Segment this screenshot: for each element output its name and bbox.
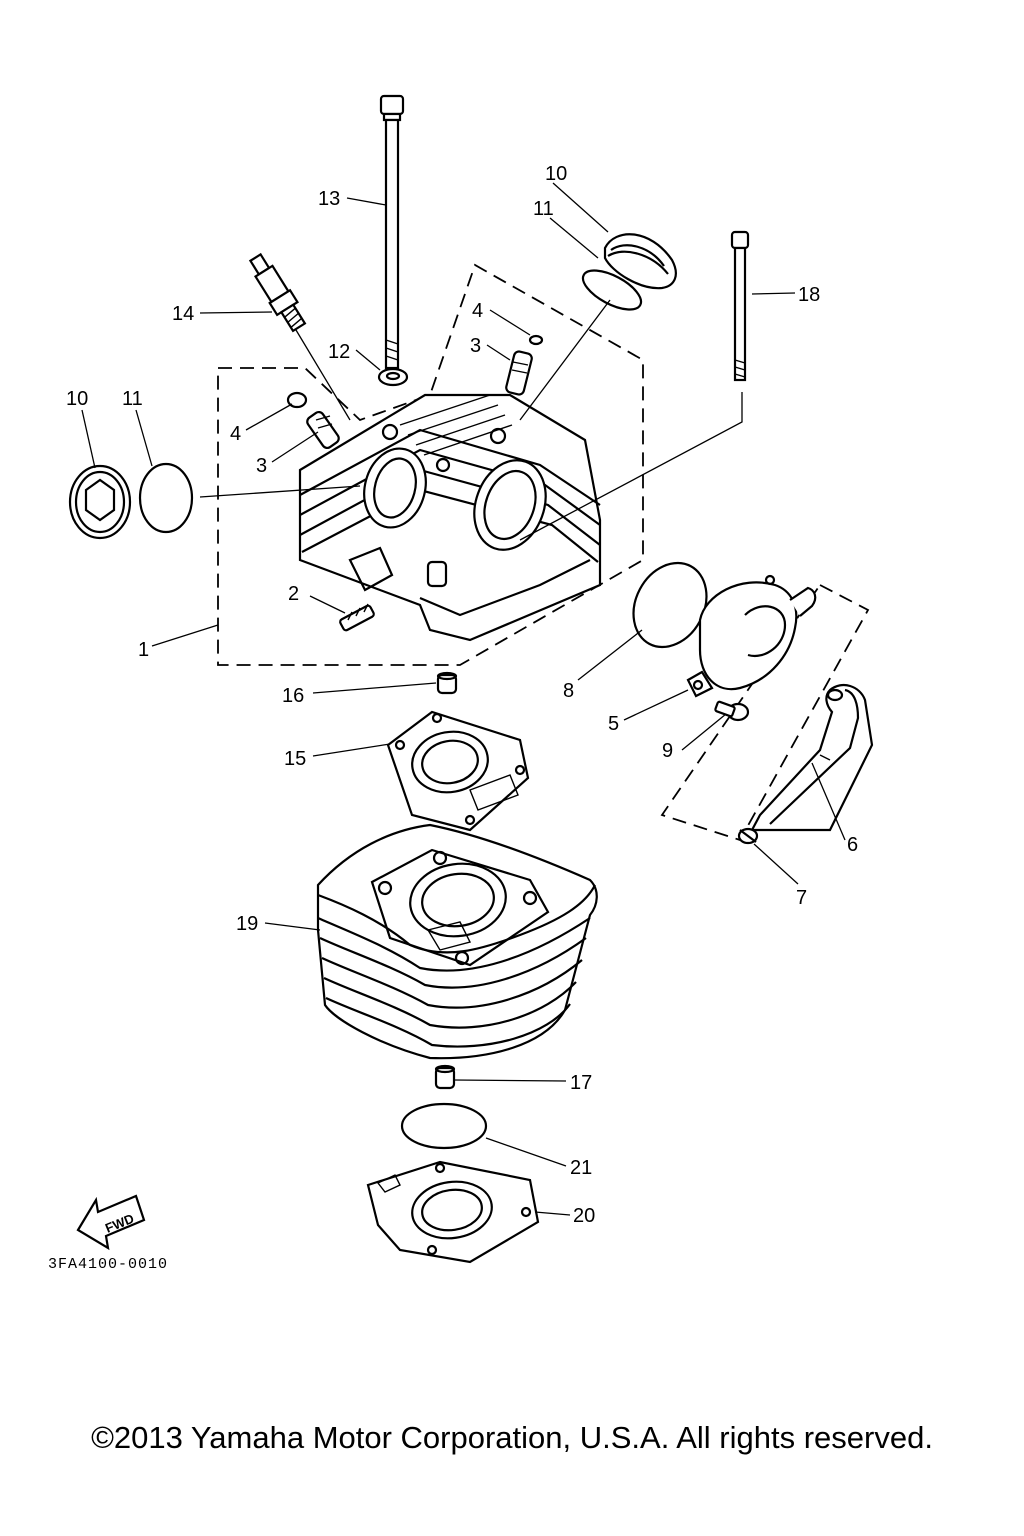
copyright-notice: ©2013 Yamaha Motor Corporation, U.S.A. A… bbox=[91, 1420, 933, 1455]
callout-3-lower: 3 bbox=[256, 455, 267, 477]
valve-cap-10-left bbox=[68, 464, 132, 540]
callout-14: 14 bbox=[172, 303, 194, 325]
clamp-7 bbox=[737, 827, 759, 845]
callout-10-left: 10 bbox=[66, 388, 88, 410]
o-ring-11-left bbox=[138, 462, 194, 534]
callout-20: 20 bbox=[573, 1205, 595, 1227]
valve-guide-3-upper bbox=[505, 350, 533, 396]
forward-direction-arrow: FWD bbox=[76, 1194, 146, 1251]
dowel-pin-16 bbox=[436, 671, 458, 695]
callout-13: 13 bbox=[318, 188, 340, 210]
breather-hose-6 bbox=[750, 683, 874, 832]
clip-4-upper bbox=[528, 334, 544, 346]
spark-plug-14 bbox=[248, 252, 307, 333]
stud-bolt-2 bbox=[339, 603, 375, 632]
dowel-pin-17 bbox=[434, 1064, 456, 1090]
head-gasket-15 bbox=[386, 710, 530, 832]
cylinder-head-1 bbox=[298, 393, 602, 642]
callout-11-left: 11 bbox=[122, 388, 143, 410]
callout-16: 16 bbox=[282, 685, 304, 707]
callout-4-upper: 4 bbox=[472, 300, 483, 322]
callout-7: 7 bbox=[796, 887, 807, 909]
o-ring-21 bbox=[400, 1102, 488, 1150]
valve-guide-3-lower bbox=[306, 410, 340, 450]
callout-9: 9 bbox=[662, 740, 673, 762]
callout-3-upper: 3 bbox=[470, 335, 481, 357]
breather-cover-5 bbox=[686, 574, 817, 698]
washer-12 bbox=[377, 367, 409, 387]
clip-4-lower bbox=[286, 391, 308, 409]
callout-6: 6 bbox=[847, 834, 858, 856]
callout-18: 18 bbox=[798, 284, 820, 306]
callout-10-upper: 10 bbox=[545, 163, 567, 185]
bolt-9 bbox=[714, 700, 750, 722]
long-stud-bolt-13 bbox=[379, 94, 405, 370]
cylinder-19 bbox=[316, 823, 598, 1060]
callout-1: 1 bbox=[138, 639, 149, 661]
bolt-18 bbox=[730, 230, 750, 382]
callout-11-upper: 11 bbox=[533, 198, 554, 220]
valve-cap-10-upper bbox=[603, 233, 677, 290]
callout-17: 17 bbox=[570, 1072, 592, 1094]
diagram-code: 3FA4100-0010 bbox=[48, 1256, 169, 1273]
leader-lines bbox=[81, 182, 846, 1216]
base-gasket-20 bbox=[366, 1160, 540, 1264]
callout-5: 5 bbox=[608, 713, 619, 735]
o-ring-11-upper bbox=[581, 269, 643, 311]
callout-2: 2 bbox=[288, 583, 299, 605]
callout-12: 12 bbox=[328, 341, 350, 363]
callout-4-lower: 4 bbox=[230, 423, 241, 445]
callout-21: 21 bbox=[570, 1157, 592, 1179]
callout-labels: 13 10 11 14 4 3 12 18 10 11 4 3 2 1 8 16… bbox=[66, 163, 858, 1227]
callout-8: 8 bbox=[563, 680, 574, 702]
callout-15: 15 bbox=[284, 748, 306, 770]
exploded-parts-diagram: FWD 13 10 11 14 bbox=[66, 94, 874, 1264]
cylinder-head-assembly-outline bbox=[217, 263, 644, 666]
callout-19: 19 bbox=[236, 913, 258, 935]
